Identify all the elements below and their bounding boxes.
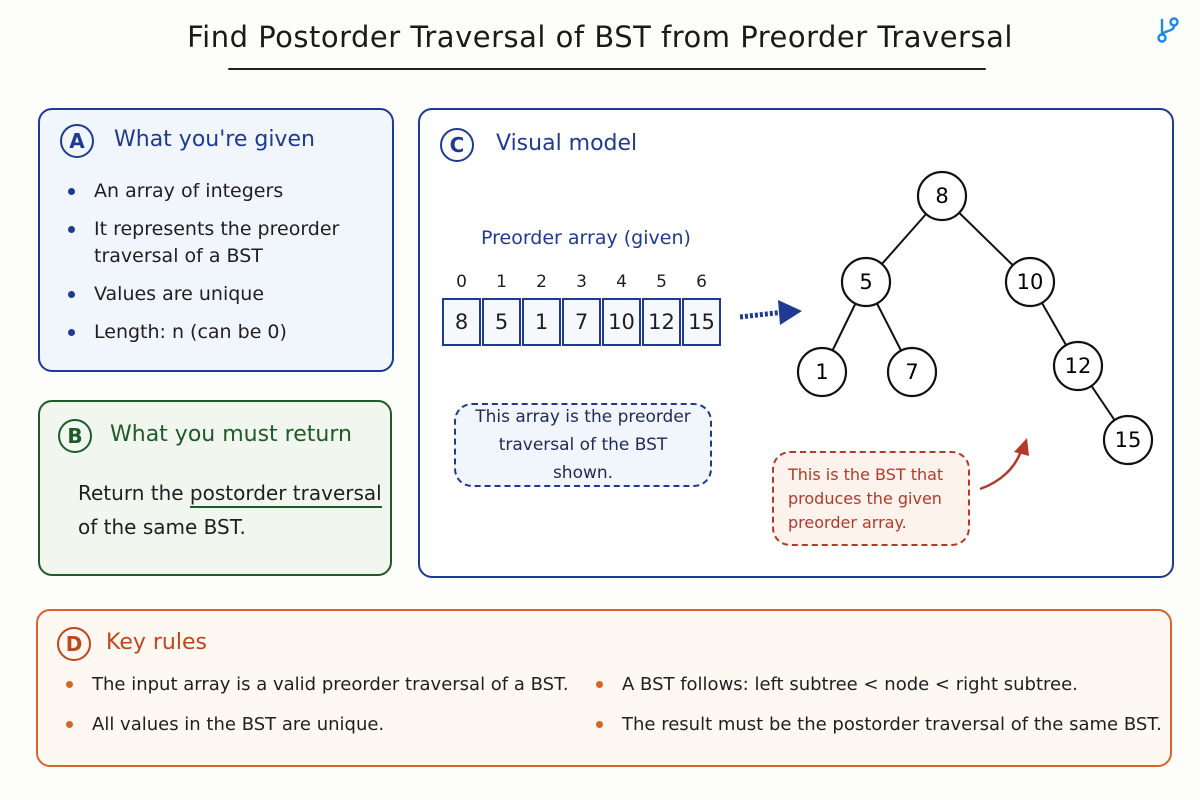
tree-node-label: 8: [935, 184, 948, 208]
bullet-dot: [68, 226, 75, 233]
panel-d-heading: Key rules: [106, 630, 207, 655]
array-to-tree-arrow: [739, 300, 802, 325]
given-list: An array of integers It represents the p…: [64, 178, 364, 357]
panel-key-rules: [36, 609, 1172, 767]
array-index: 5: [656, 272, 667, 292]
bullet-dot: [68, 188, 75, 195]
panel-a-heading: What you're given: [114, 127, 315, 152]
badge-c: C: [440, 128, 474, 162]
tree-edges: [821, 195, 1129, 441]
array-index: 6: [696, 272, 707, 292]
list-item: The input array is a valid preorder trav…: [62, 671, 572, 698]
list-item: Length: n (can be 0): [64, 319, 364, 346]
array-cell: 8: [442, 298, 481, 346]
panel-given: [38, 108, 394, 372]
badge-a: A: [60, 124, 94, 158]
list-item: An array of integers: [64, 178, 364, 205]
list-item: The result must be the postorder travers…: [592, 711, 1162, 738]
rules-left: The input array is a valid preorder trav…: [62, 671, 572, 751]
list-item: It represents the preorder traversal of …: [64, 216, 364, 270]
array-cell: 10: [602, 298, 641, 346]
bullet-dot: [596, 681, 603, 688]
bullet-dot: [596, 721, 603, 728]
list-item: A BST follows: left subtree < node < rig…: [592, 671, 1162, 698]
array-cell: 15: [682, 298, 721, 346]
note-to-tree-arrow: [979, 438, 1029, 491]
tree-node-circle: [796, 346, 848, 398]
underlined-phrase: postorder traversal: [189, 480, 382, 508]
array-index: 4: [616, 272, 627, 292]
bullet-dot: [68, 329, 75, 336]
tree-node: 7: [886, 346, 938, 398]
panel-b-heading: What you must return: [110, 422, 352, 447]
tree-node: 15: [1102, 414, 1154, 466]
tree-node: 10: [1004, 256, 1056, 308]
bullet-dot: [68, 291, 75, 298]
tree-node-label: 1: [815, 360, 828, 384]
return-description: Return the postorder traversal of the sa…: [78, 480, 382, 539]
tree-node: 12: [1052, 340, 1104, 392]
array-index: 1: [496, 272, 507, 292]
array-index: 2: [536, 272, 547, 292]
badge-b: B: [58, 419, 92, 453]
tree-node-circle: [916, 170, 968, 222]
tree-node-circle: [886, 346, 938, 398]
rules-right: A BST follows: left subtree < node < rig…: [592, 671, 1162, 751]
tree-node-circle: [1004, 256, 1056, 308]
bullet-dot: [66, 681, 73, 688]
tree-node-label: 5: [859, 270, 872, 294]
tree-node-label: 7: [905, 360, 918, 384]
badge-d: D: [57, 627, 91, 661]
tree-note: This is the BST that produces the given …: [772, 451, 970, 546]
array-cell: 7: [562, 298, 601, 346]
tree-node: 8: [916, 170, 968, 222]
tree-node-label: 12: [1065, 354, 1092, 378]
title-underline: [228, 68, 986, 70]
tree-node-label: 15: [1115, 428, 1142, 452]
panel-c-heading: Visual model: [496, 131, 638, 156]
page-title: Find Postorder Traversal of BST from Pre…: [187, 20, 1013, 54]
bullet-dot: [66, 721, 73, 728]
array-label: Preorder array (given): [481, 227, 691, 249]
panel-return: [38, 400, 392, 576]
tree-nodes: 8 5 10 1 7 12 15: [796, 170, 1154, 466]
tree-node-circle: [1102, 414, 1154, 466]
tree-node: 5: [840, 256, 892, 308]
branch-icon: [1157, 17, 1179, 43]
tree-node-circle: [1052, 340, 1104, 392]
array-cell: 1: [522, 298, 561, 346]
list-item: Values are unique: [64, 281, 364, 308]
list-item: All values in the BST are unique.: [62, 711, 572, 738]
tree-node: 1: [796, 346, 848, 398]
array-index: 0: [456, 272, 467, 292]
array-note: This array is the preorder traversal of …: [454, 403, 712, 487]
tree-node-label: 10: [1017, 270, 1044, 294]
tree-node-circle: [840, 256, 892, 308]
array-cell: 5: [482, 298, 521, 346]
array-cell: 12: [642, 298, 681, 346]
array-index: 3: [576, 272, 587, 292]
